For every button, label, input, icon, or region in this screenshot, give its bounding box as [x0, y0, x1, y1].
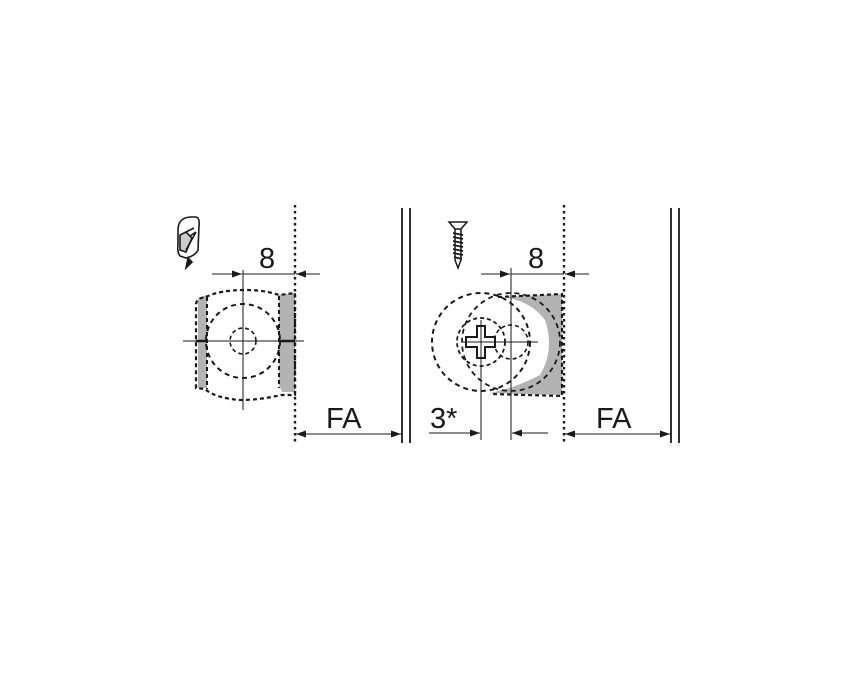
- dimension-label: 8: [528, 243, 544, 275]
- dimension-3-offset: 3*: [429, 403, 548, 437]
- hinge-plate-left: [183, 270, 304, 410]
- dimension-fa-left: FA: [296, 403, 401, 438]
- dimension-label: FA: [326, 403, 362, 435]
- dimension-label: 3*: [430, 403, 457, 435]
- push-in-dowel-icon: [176, 216, 200, 271]
- dimension-8-left: 8: [212, 243, 320, 278]
- left-view: 8 FA: [176, 205, 411, 445]
- right-view: 8 3* FA: [429, 205, 680, 445]
- screw-icon: [447, 221, 469, 271]
- dimension-label: FA: [596, 403, 632, 435]
- dimension-fa-right: FA: [565, 403, 670, 438]
- dimension-8-right: 8: [481, 243, 589, 278]
- dimension-label: 8: [259, 243, 275, 275]
- hinge-plate-right: [431, 268, 564, 440]
